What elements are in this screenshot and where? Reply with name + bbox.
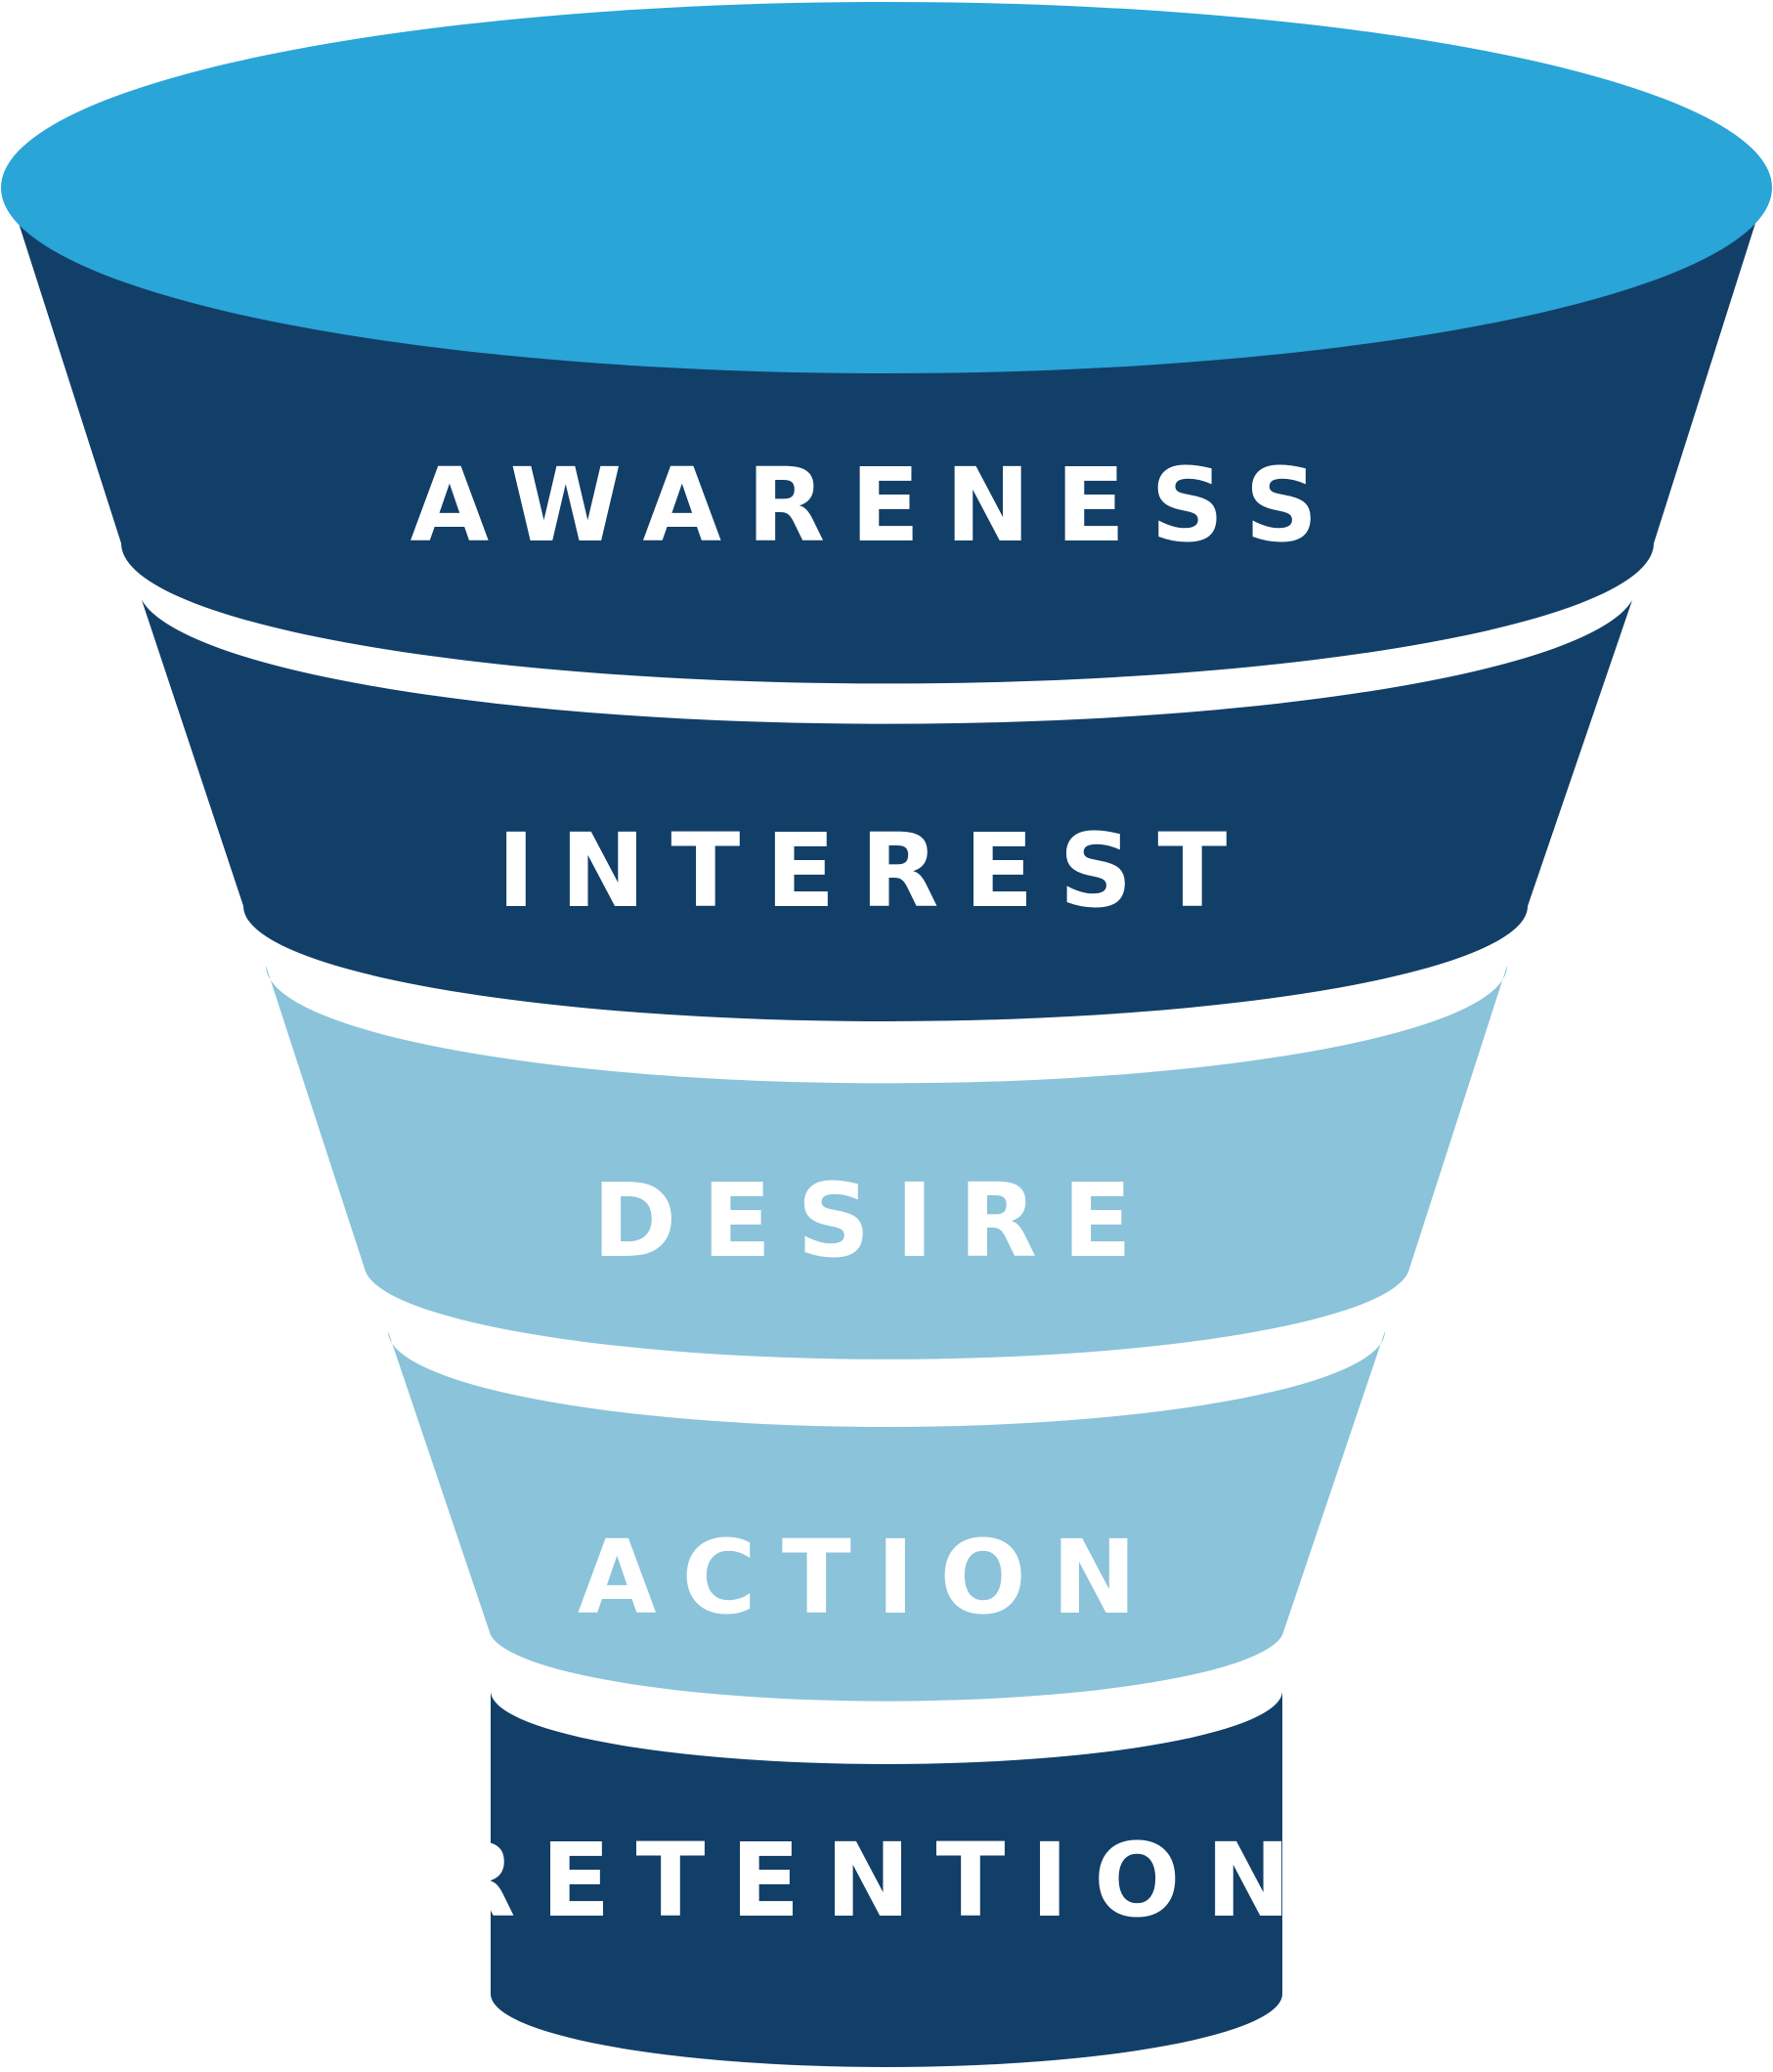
funnel-top-opening (1, 2, 1772, 373)
funnel-stage-action: ACTION (388, 1331, 1385, 1702)
stage-band-action (388, 1331, 1385, 1702)
stage-label-desire: DESIRE (592, 1161, 1157, 1280)
funnel-stage-desire: DESIRE (266, 966, 1507, 1360)
funnel-stage-interest: INTEREST (142, 600, 1632, 1021)
stage-label-interest: INTEREST (497, 811, 1253, 930)
stage-band-retention (491, 1691, 1282, 2067)
stage-band-interest (142, 600, 1632, 1021)
stage-label-awareness: AWARENESS (411, 446, 1344, 565)
funnel-stage-retention: RETENTION (437, 1691, 1316, 2067)
stage-band-desire (266, 966, 1507, 1360)
stage-label-action: ACTION (578, 1518, 1162, 1637)
stage-label-retention: RETENTION (437, 1821, 1316, 1940)
